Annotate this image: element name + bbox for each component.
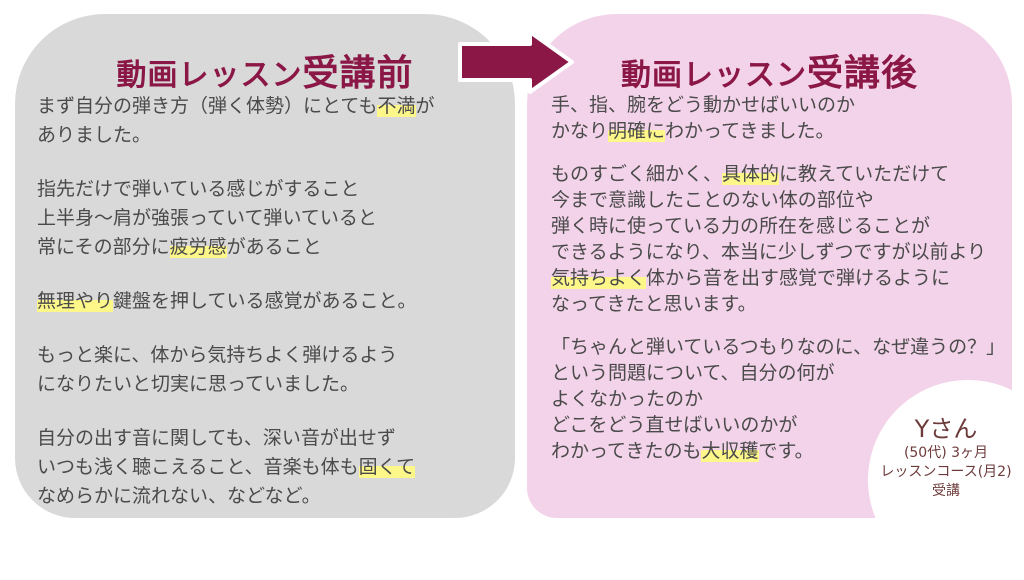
text-line: できるようになり、本当に少しずつですが以前より bbox=[551, 239, 1005, 265]
text-segment: かなり bbox=[551, 120, 609, 142]
before-title: 動画レッスン受講前 bbox=[15, 44, 515, 96]
text-segment: です。 bbox=[758, 440, 814, 462]
text-segment: 今まで意識したことのない体の部位や bbox=[551, 189, 874, 211]
text-segment: なってきたと思います。 bbox=[551, 293, 757, 315]
text-line: 指先だけで弾いている感じがすること bbox=[37, 175, 435, 204]
before-text: まず自分の弾き方（弾く体勢）にとても不満がありました。指先だけで弾いている感じが… bbox=[37, 92, 435, 536]
text-segment: という問題について、自分の何が bbox=[551, 362, 835, 384]
text-segment: もっと楽に、体から気持ちよく弾けるよう bbox=[37, 344, 398, 366]
text-line: かなり明確にわかってきました。 bbox=[551, 118, 1005, 144]
text-segment: 上半身〜肩が強張っていて弾いていると bbox=[37, 207, 377, 229]
text-line: わかってきたのも大収穫です。 bbox=[551, 438, 1005, 464]
text-segment: ありました。 bbox=[37, 124, 152, 146]
before-panel: 動画レッスン受講前 まず自分の弾き方（弾く体勢）にとても不満がありました。指先だ… bbox=[15, 14, 515, 518]
customer-course: レッスンコース(月2) bbox=[880, 464, 1012, 480]
paragraph: 指先だけで弾いている感じがすること上半身〜肩が強張っていて弾いていると常にその部… bbox=[37, 175, 435, 262]
text-segment: 常にその部分に bbox=[37, 236, 170, 258]
text-line: 手、指、腕をどう動かせばいいのか bbox=[551, 92, 1005, 118]
title-big: 受講前 bbox=[302, 53, 414, 94]
paragraph: 「ちゃんと弾いているつもりなのに、なぜ違うの？」という問題について、自分の何がよ… bbox=[551, 334, 1005, 464]
title-small: 動画レッスン bbox=[116, 58, 303, 93]
customer-status: 受講 bbox=[932, 483, 960, 499]
text-line: 弾く時に使っている力の所在を感じることが bbox=[551, 213, 1005, 239]
text-segment: に教えていただけて bbox=[779, 163, 950, 185]
title-small: 動画レッスン bbox=[620, 58, 807, 93]
text-line: 気持ちよく体から音を出す感覚で弾けるように bbox=[551, 265, 1005, 291]
highlighted-text: 固くて bbox=[358, 456, 416, 478]
after-text: 手、指、腕をどう動かせばいいのかかなり明確にわかってきました。ものすごく細かく、… bbox=[551, 92, 1005, 481]
text-segment: わかってきました。 bbox=[665, 120, 835, 142]
highlighted-text: 不満 bbox=[377, 95, 416, 117]
highlighted-text: 具体的 bbox=[722, 163, 780, 185]
text-segment: よくなかったのか bbox=[551, 388, 704, 410]
paragraph: 手、指、腕をどう動かせばいいのかかなり明確にわかってきました。 bbox=[551, 92, 1005, 144]
text-segment: が bbox=[415, 95, 435, 117]
paragraph: もっと楽に、体から気持ちよく弾けるようになりたいと切実に思っていました。 bbox=[37, 341, 435, 399]
text-segment: まず自分の弾き方（弾く体勢）にとても bbox=[37, 95, 378, 117]
text-segment: 自分の出す音に関しても、深い音が出せず bbox=[37, 427, 396, 449]
text-segment: どこをどう直せばいいのかが bbox=[551, 414, 798, 436]
after-title: 動画レッスン受講後 bbox=[527, 44, 1012, 96]
text-segment: 弾く時に使っている力の所在を感じることが bbox=[551, 215, 931, 237]
text-line: どこをどう直せばいいのかが bbox=[551, 412, 1005, 438]
paragraph: まず自分の弾き方（弾く体勢）にとても不満がありました。 bbox=[37, 92, 435, 150]
highlighted-text: 大収穫 bbox=[701, 440, 759, 462]
highlighted-text: 疲労感 bbox=[169, 236, 227, 258]
text-segment: ものすごく細かく、 bbox=[551, 163, 723, 185]
text-line: よくなかったのか bbox=[551, 386, 1005, 412]
text-line: 上半身〜肩が強張っていて弾いていると bbox=[37, 204, 435, 233]
text-segment: 体から音を出す感覚で弾けるように bbox=[646, 267, 951, 289]
text-line: 今まで意識したことのない体の部位や bbox=[551, 187, 1005, 213]
highlighted-text: 明確に bbox=[608, 120, 666, 142]
highlighted-text: 気持ちよく bbox=[551, 267, 647, 289]
text-line: なめらかに流れない、などなど。 bbox=[37, 482, 435, 511]
customer-name: Yさん bbox=[914, 415, 978, 443]
text-line: いつも浅く聴こえること、音楽も体も固くて bbox=[37, 453, 435, 482]
highlighted-text: 無理やり bbox=[37, 290, 114, 312]
text-line: になりたいと切実に思っていました。 bbox=[37, 370, 435, 399]
paragraph: 無理やり鍵盤を押している感覚があること。 bbox=[37, 287, 435, 316]
text-segment: があること bbox=[226, 236, 322, 258]
text-segment: できるようになり、本当に少しずつですが以前より bbox=[551, 241, 987, 263]
text-line: ものすごく細かく、具体的に教えていただけて bbox=[551, 161, 1005, 187]
text-line: 自分の出す音に関しても、深い音が出せず bbox=[37, 424, 435, 453]
customer-age-course: (50代) 3ヶ月 bbox=[903, 445, 989, 461]
text-line: 無理やり鍵盤を押している感覚があること。 bbox=[37, 287, 435, 316]
text-segment: 鍵盤を押している感覚があること。 bbox=[113, 290, 417, 312]
text-line: なってきたと思います。 bbox=[551, 291, 1005, 317]
text-segment: わかってきたのも bbox=[551, 440, 702, 462]
text-segment: 指先だけで弾いている感じがすること bbox=[37, 178, 360, 200]
text-line: 常にその部分に疲労感があること bbox=[37, 233, 435, 262]
after-panel: 動画レッスン受講後 手、指、腕をどう動かせばいいのかかなり明確にわかってきました… bbox=[527, 14, 1012, 518]
text-line: という問題について、自分の何が bbox=[551, 360, 1005, 386]
text-segment: 「ちゃんと弾いているつもりなのに、なぜ違うの？」 bbox=[551, 336, 1006, 358]
text-segment: になりたいと切実に思っていました。 bbox=[37, 373, 360, 395]
text-line: 「ちゃんと弾いているつもりなのに、なぜ違うの？」 bbox=[551, 334, 1005, 360]
text-segment: なめらかに流れない、などなど。 bbox=[37, 485, 321, 507]
paragraph: 自分の出す音に関しても、深い音が出せずいつも浅く聴こえること、音楽も体も固くてな… bbox=[37, 424, 435, 511]
text-segment: いつも浅く聴こえること、音楽も体も bbox=[37, 456, 359, 478]
title-big: 受講後 bbox=[806, 53, 918, 94]
text-line: ありました。 bbox=[37, 121, 435, 150]
paragraph: ものすごく細かく、具体的に教えていただけて今まで意識したことのない体の部位や弾く… bbox=[551, 161, 1005, 317]
text-line: まず自分の弾き方（弾く体勢）にとても不満が bbox=[37, 92, 435, 121]
text-segment: 手、指、腕をどう動かせばいいのか bbox=[551, 94, 856, 116]
arrow-right-icon bbox=[458, 30, 574, 94]
text-line: もっと楽に、体から気持ちよく弾けるよう bbox=[37, 341, 435, 370]
